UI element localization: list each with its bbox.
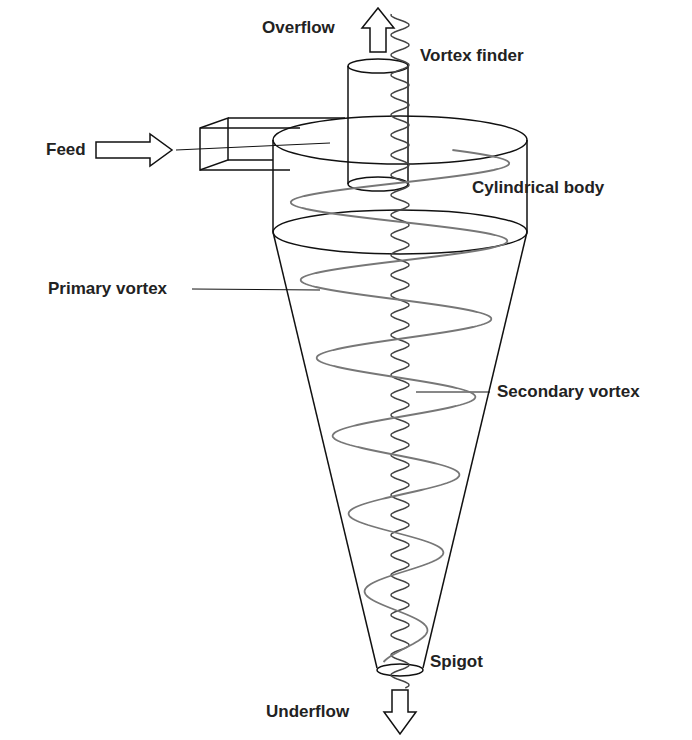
secondary-leader [416, 392, 490, 393]
cone-side [273, 232, 377, 668]
feed-inlet-edge [228, 117, 345, 119]
feed-leader [176, 143, 330, 150]
spigot-label: Spigot [430, 652, 483, 672]
cylinder-side [272, 140, 274, 232]
overflow-arrow [362, 8, 394, 52]
cone-side [423, 232, 527, 668]
secondary-vortex-label: Secondary vortex [497, 382, 640, 402]
overflow-label: Overflow [262, 18, 335, 38]
primary-vortex-spiral [291, 150, 509, 662]
cylinder-bottom [273, 210, 527, 254]
feed-arrow [96, 134, 172, 166]
secondary-vortex-helix [391, 14, 409, 688]
underflow-arrow [384, 690, 416, 734]
primary-leader [192, 289, 320, 290]
cylindrical-body-label: Cylindrical body [472, 178, 604, 198]
feed-label: Feed [46, 140, 86, 160]
vortex-finder-side [347, 66, 349, 184]
feed-inlet-edge [200, 169, 290, 171]
feed-inlet-end [200, 118, 228, 170]
feed-inlet-edge [228, 159, 273, 161]
primary-vortex-label: Primary vortex [48, 279, 167, 299]
vortex-finder-label: Vortex finder [420, 46, 524, 66]
feed-inlet-edge [200, 127, 300, 129]
underflow-label: Underflow [266, 702, 349, 722]
